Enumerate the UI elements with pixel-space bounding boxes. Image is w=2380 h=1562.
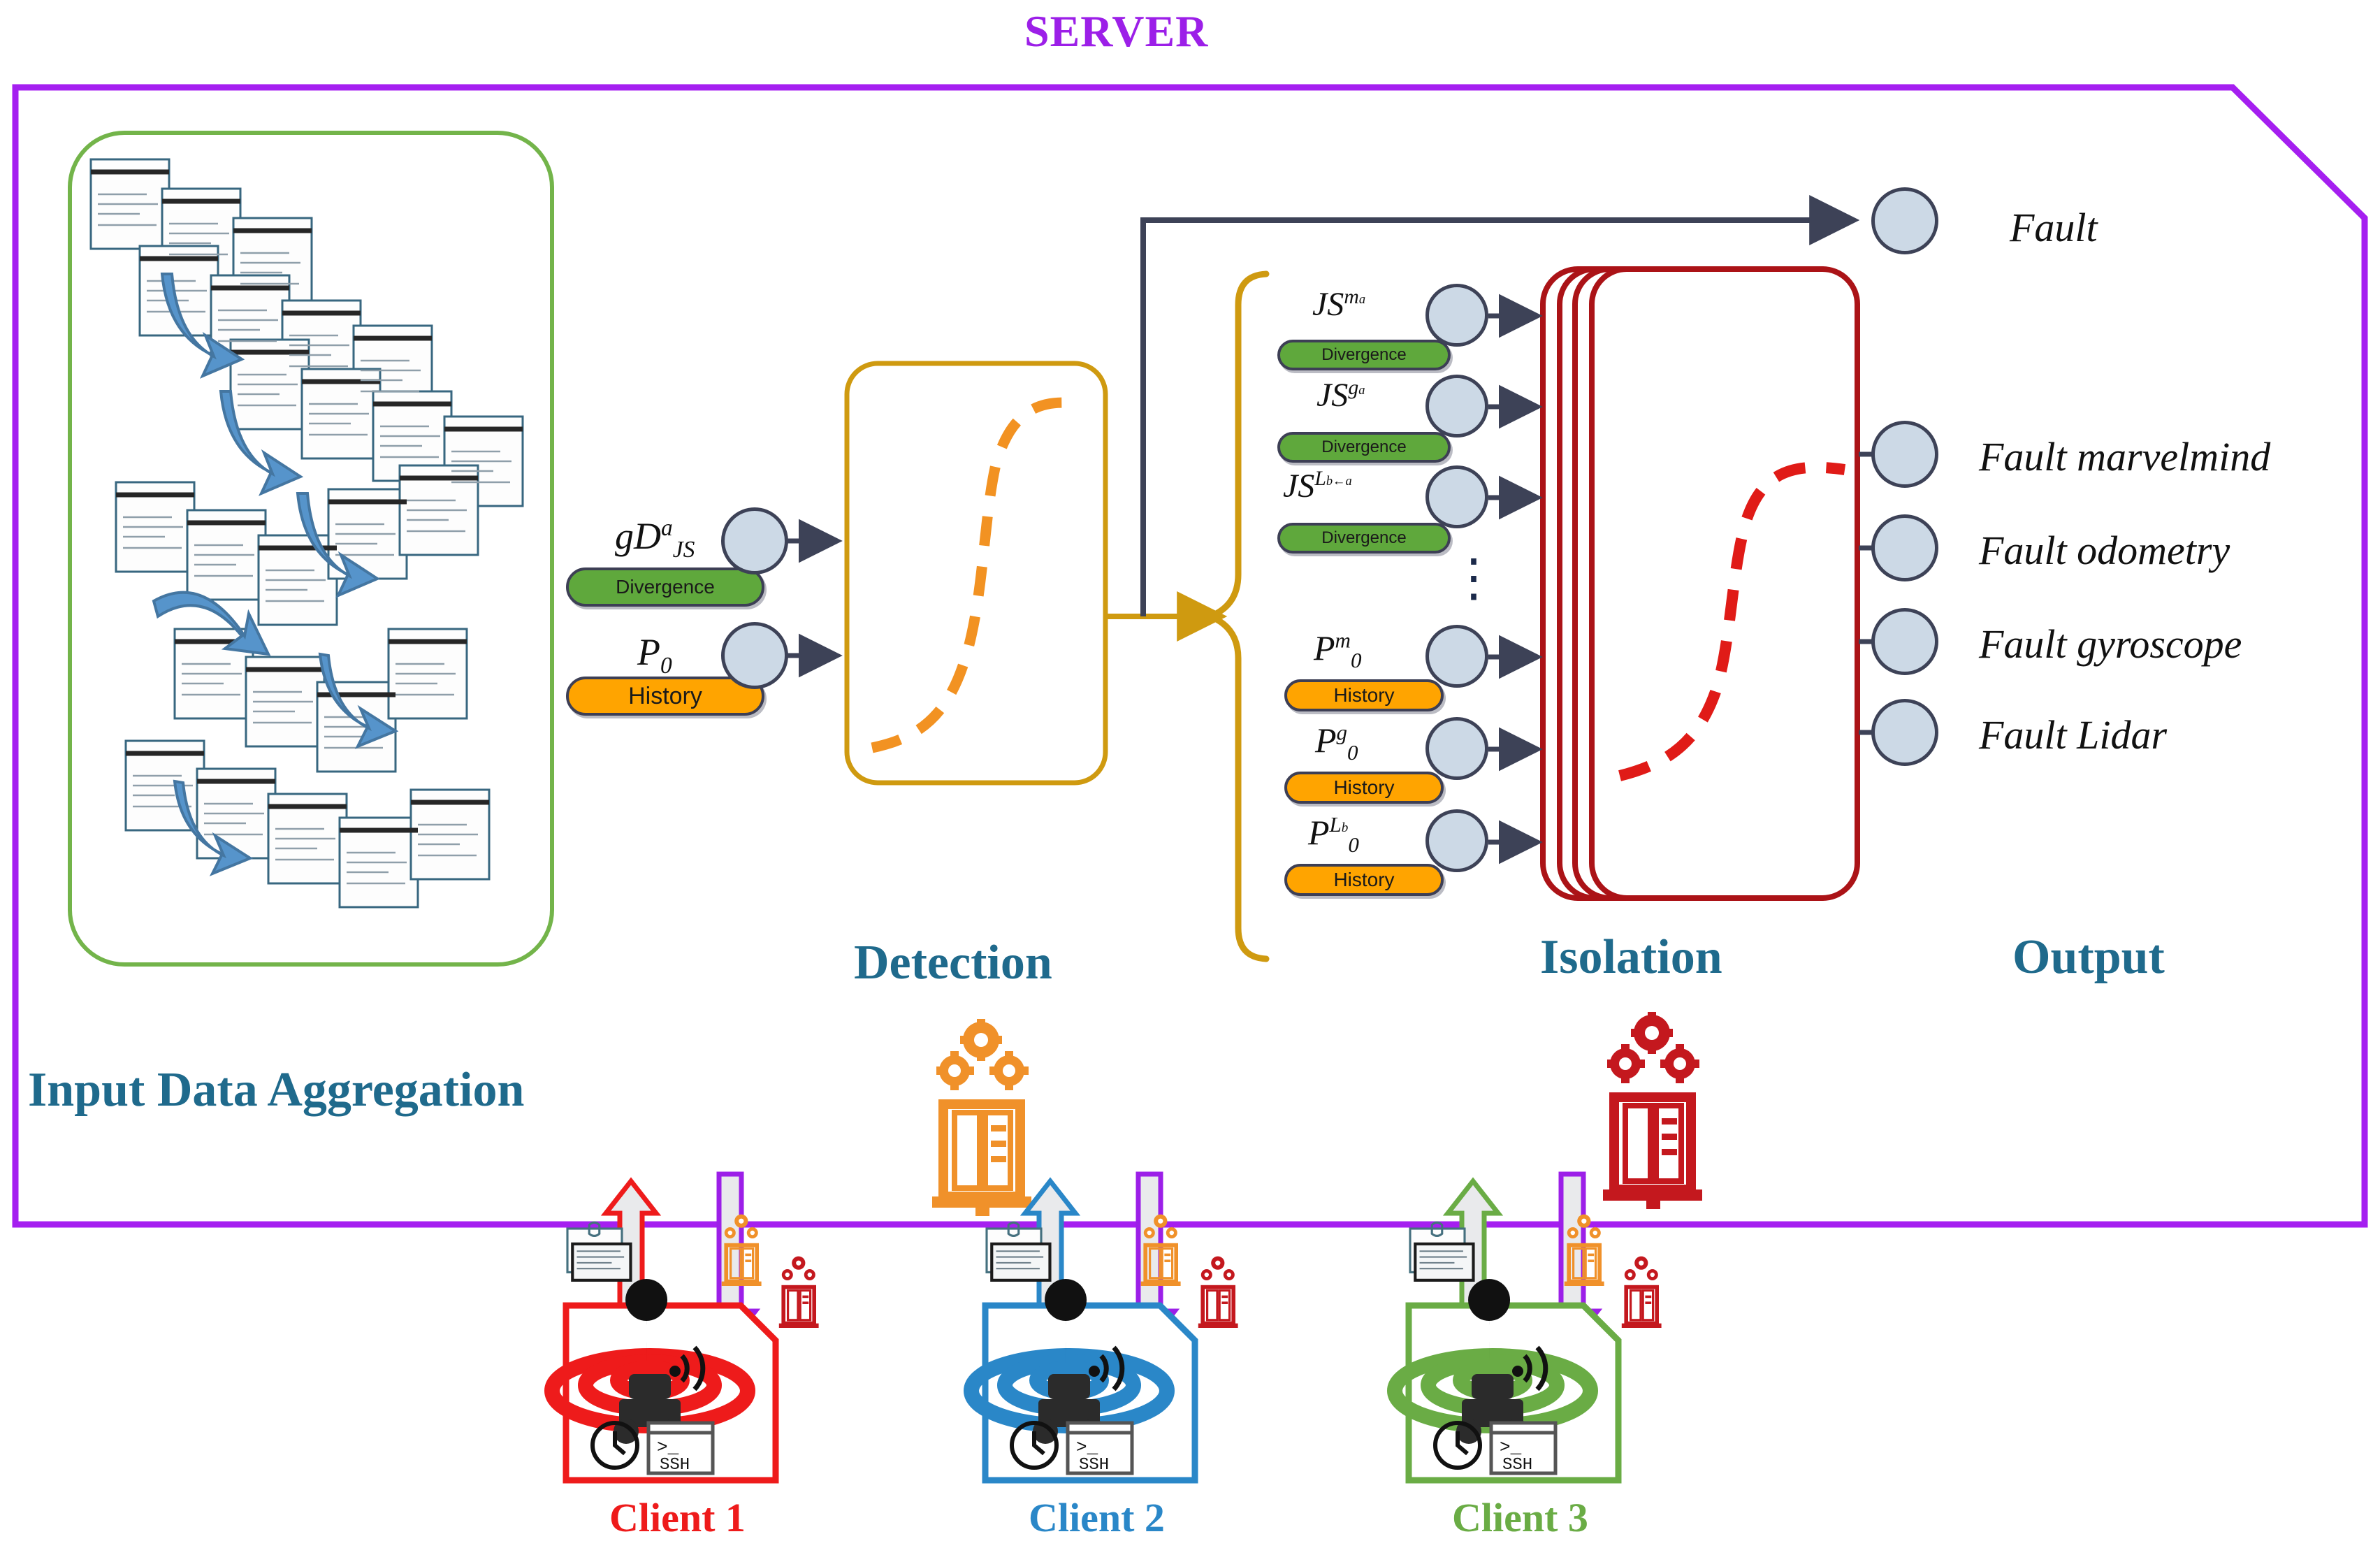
- client-side-icons: [566, 1214, 1662, 1328]
- client-card-2: >_ SSH: [964, 1279, 1198, 1484]
- detection-sigmoid-curve: [871, 397, 1081, 753]
- section-title-detection: Detection: [854, 936, 1052, 990]
- symbol-gdjs-a: gDaJS: [615, 515, 695, 563]
- client-cards: >_ SSH: [544, 1279, 1622, 1484]
- svg-text:>_: >_: [1076, 1437, 1098, 1458]
- badge-divergence-iso-0: Divergence: [1277, 340, 1451, 370]
- client-label-2: Client 2: [1029, 1495, 1165, 1540]
- output-label-3: Fault gyroscope: [1979, 621, 2242, 667]
- isolation-input-node-1: [1425, 375, 1488, 437]
- client-exchange-arrows: [600, 1171, 1603, 1370]
- output-node-marvelmind: [1871, 421, 1938, 488]
- svg-text:>_: >_: [1500, 1437, 1522, 1458]
- detection-input-node-1: [721, 622, 788, 689]
- detection-input-symbol-1: P0: [637, 630, 672, 679]
- detection-input-symbol-0: gDaJS: [615, 514, 695, 563]
- badge-divergence-iso-2: Divergence: [1277, 523, 1451, 554]
- client-card-1: >_ SSH: [544, 1279, 779, 1484]
- isolation-input-node-3: [1425, 625, 1488, 688]
- server-title: SERVER: [1024, 6, 1209, 56]
- isolation-input-node-2: [1425, 465, 1488, 528]
- isolation-input-symbol-4: Pg0: [1315, 720, 1358, 765]
- gears-book-red-icon: [1603, 1012, 1702, 1209]
- section-title-aggregation: Input Data Aggregation: [28, 1063, 525, 1117]
- symbol-js-m-a: JSma: [1312, 285, 1366, 323]
- output-node-odometry: [1871, 514, 1938, 581]
- badge-history-iso-0: History: [1284, 679, 1444, 711]
- detection-model-box: [844, 361, 1108, 786]
- badge-divergence-iso-1: Divergence: [1277, 432, 1451, 463]
- isolation-input-symbol-5: PLb0: [1308, 812, 1359, 858]
- isolation-inputs-ellipsis: ⋮: [1448, 550, 1500, 607]
- symbol-p0: P0: [637, 631, 672, 679]
- isolation-output-arrows: [1859, 432, 1923, 755]
- symbol-js-l-b-a: JSLb←a: [1283, 467, 1352, 505]
- client-label-1: Client 1: [609, 1495, 746, 1540]
- symbol-js-g-a: JSga: [1316, 376, 1365, 414]
- isolation-input-symbol-3: Pm0: [1314, 628, 1361, 673]
- output-node-fault: [1871, 187, 1938, 254]
- document-stack-icon: [89, 158, 524, 909]
- svg-text:SSH: SSH: [1502, 1456, 1532, 1475]
- isolation-input-symbol-1: JSga: [1316, 376, 1365, 414]
- symbol-p0-lb: PLb0: [1308, 812, 1359, 857]
- download-arrow-icon-client-2: [1119, 1171, 1180, 1347]
- output-label-0: Fault: [2010, 205, 2098, 250]
- badge-history-iso-1: History: [1284, 772, 1444, 804]
- symbol-p0-m: Pm0: [1314, 628, 1362, 672]
- upload-arrow-icon-client-3: [1442, 1177, 1504, 1370]
- svg-text:>_: >_: [657, 1437, 679, 1458]
- section-title-output: Output: [2012, 930, 2165, 984]
- upload-arrow-icon-client-2: [1020, 1177, 1081, 1370]
- detection-input-arrows: [781, 519, 843, 678]
- isolation-input-symbol-2: JSLb←a: [1283, 467, 1352, 505]
- output-node-lidar: [1871, 699, 1938, 766]
- isolation-input-node-4: [1425, 717, 1488, 780]
- output-label-2: Fault odometry: [1979, 528, 2230, 573]
- section-title-isolation: Isolation: [1540, 930, 1722, 984]
- output-label-4: Fault Lidar: [1979, 712, 2168, 758]
- output-node-gyroscope: [1871, 608, 1938, 675]
- isolation-input-brace: [1201, 270, 1270, 962]
- badge-history-iso-2: History: [1284, 864, 1444, 896]
- isolation-model-stack: [1540, 266, 1860, 901]
- client-card-3: >_ SSH: [1387, 1279, 1622, 1484]
- isolation-input-symbol-0: JSma: [1312, 285, 1365, 324]
- svg-text:SSH: SSH: [1079, 1456, 1109, 1475]
- isolation-input-node-5: [1425, 809, 1488, 872]
- isolation-input-node-0: [1425, 284, 1488, 347]
- gears-book-orange-icon: [932, 1019, 1031, 1216]
- svg-text:SSH: SSH: [660, 1456, 690, 1475]
- detection-input-node-0: [721, 507, 788, 574]
- badge-divergence-detection: Divergence: [566, 567, 764, 607]
- client-label-3: Client 3: [1452, 1495, 1588, 1540]
- badge-history-detection: History: [566, 677, 764, 716]
- aggregation-panel: [68, 131, 554, 967]
- download-arrow-icon-client-3: [1541, 1171, 1603, 1347]
- download-arrow-icon-client-1: [699, 1171, 761, 1347]
- upload-arrow-icon-client-1: [600, 1177, 662, 1370]
- symbol-p0-g: Pg0: [1315, 720, 1358, 765]
- output-label-1: Fault marvelmind: [1979, 434, 2271, 479]
- isolation-sigmoid-curve: [1618, 461, 1846, 781]
